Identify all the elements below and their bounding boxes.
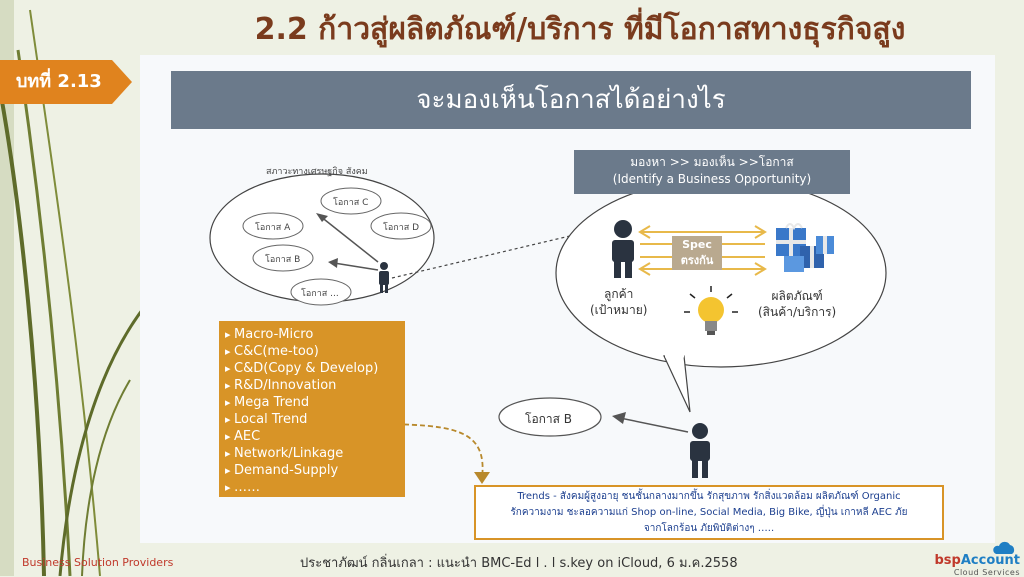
opportunity-d-ellipse xyxy=(370,212,432,240)
person-icon xyxy=(379,262,389,293)
opportunity-d-label: โอกาส D xyxy=(383,223,420,233)
gift-boxes-icon xyxy=(776,223,834,272)
opportunity-b-small-ellipse xyxy=(252,244,314,272)
logo-brand-b: Account xyxy=(960,553,1020,568)
footer-company: Business Solution Providers xyxy=(22,556,174,569)
slide-banner: จะมองเห็นโอกาสได้อย่างไร xyxy=(171,71,971,129)
opportunity-box: มองหา >> มองเห็น >>โอกาส (Identify a Bus… xyxy=(574,150,850,194)
factor-item: R&D/Innovation xyxy=(225,377,399,394)
person-icon xyxy=(690,423,710,478)
arrow-icon xyxy=(328,258,338,268)
opportunity-c-ellipse xyxy=(320,187,382,215)
factor-item: Demand-Supply xyxy=(225,462,399,479)
opportunity-box-line2: (Identify a Business Opportunity) xyxy=(612,172,812,186)
opportunity-a-label: โอกาส A xyxy=(255,223,291,233)
trends-box: Trends - สังคมผู้สูงอายุ ชนชั้นกลางมากขึ… xyxy=(474,485,944,540)
factor-item: Local Trend xyxy=(225,411,399,428)
company-logo: bspAccount Cloud Services xyxy=(932,541,1021,577)
opportunity-more-label: โอกาส ... xyxy=(301,289,339,299)
spec-label: Spec xyxy=(682,238,712,251)
opportunity-b-label: โอกาส B xyxy=(525,412,573,426)
factor-box: Macro-Micro C&C(me-too) C&D(Copy & Devel… xyxy=(219,321,405,497)
trends-line2: รักความงาม ชะลอความแก่ Shop on-line, Soc… xyxy=(510,507,908,518)
economy-label: สภาวะทางเศรษฐกิจ สังคม xyxy=(266,167,368,177)
speech-bubble xyxy=(555,178,887,368)
person-icon xyxy=(612,220,634,278)
factor-item: Network/Linkage xyxy=(225,445,399,462)
factor-item: C&D(Copy & Develop) xyxy=(225,360,399,377)
factor-item: Macro-Micro xyxy=(225,326,399,343)
footer-credit: ประชาภัฒน์ กลิ่นเกลา : แนะนำ BMC-Ed l . … xyxy=(300,556,738,571)
factor-list: Macro-Micro C&C(me-too) C&D(Copy & Devel… xyxy=(225,326,399,496)
logo-brand-a: bsp xyxy=(934,553,961,568)
factor-item: C&C(me-too) xyxy=(225,343,399,360)
opportunity-c-label: โอกาส C xyxy=(333,198,369,208)
factor-item: …… xyxy=(225,479,399,496)
cloud-icon xyxy=(993,541,1015,554)
page-title: 2.2 ก้าวสู่ผลิตภัณฑ์/บริการ ที่มีโอกาสทา… xyxy=(254,12,906,47)
light-bulb-icon xyxy=(684,286,738,335)
customer-label: ลูกค้า (เป้าหมาย) xyxy=(590,286,647,318)
opportunity-b-small-label: โอกาส B xyxy=(265,255,301,265)
spec-box: Spec ตรงกัน xyxy=(672,236,722,270)
factor-item: AEC xyxy=(225,428,399,445)
opportunity-box-line1: มองหา >> มองเห็น >>โอกาส xyxy=(630,155,794,169)
trends-line3: จากโลกร้อน ภัยพิบัติต่างๆ ….. xyxy=(643,523,775,534)
factor-item: Mega Trend xyxy=(225,394,399,411)
product-label: ผลิตภัณฑ์ (สินค้า/บริการ) xyxy=(758,288,836,320)
opportunity-more-ellipse xyxy=(290,278,352,306)
opportunity-b-ellipse xyxy=(498,397,602,437)
product-label-line1: ผลิตภัณฑ์ xyxy=(771,289,823,303)
logo-subtitle: Cloud Services xyxy=(953,568,1020,577)
customer-label-line1: ลูกค้า xyxy=(604,287,634,301)
spec-match-label: ตรงกัน xyxy=(680,254,714,267)
product-label-line2: (สินค้า/บริการ) xyxy=(758,305,837,319)
chapter-tag: บทที่ 2.13 xyxy=(0,60,132,104)
trends-line1: Trends - สังคมผู้สูงอายุ ชนชั้นกลางมากขึ… xyxy=(517,491,901,502)
customer-label-line2: (เป้าหมาย) xyxy=(590,303,648,317)
arrow-icon xyxy=(474,472,490,484)
opportunity-a-ellipse xyxy=(242,212,304,240)
arrow-icon xyxy=(612,412,626,424)
arrow-icon xyxy=(316,213,328,222)
logo-brand: bspAccount xyxy=(932,553,1021,568)
